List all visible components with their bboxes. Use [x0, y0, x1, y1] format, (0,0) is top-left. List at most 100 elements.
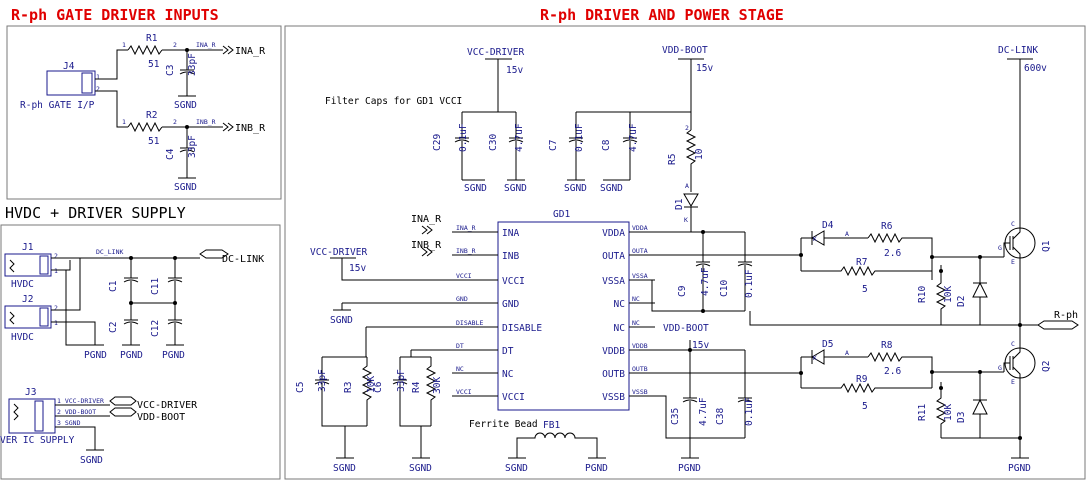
- c30-ref: C30: [488, 134, 499, 151]
- c5-value: 33pF: [317, 369, 328, 392]
- port-ina-arrow[interactable]: [222, 45, 234, 55]
- r6-ref: R6: [881, 221, 893, 232]
- j2-label: HVDC: [11, 332, 34, 343]
- c1-capacitor: [123, 258, 139, 303]
- j2-connector: [4, 305, 52, 329]
- j3-label: VER IC SUPPLY: [0, 435, 75, 446]
- gd1-pin-disable: DISABLE: [502, 323, 542, 334]
- supply-ports-shape[interactable]: [109, 396, 137, 417]
- gd1-net-gnd: GND: [456, 295, 468, 303]
- gd1-pin-nc: NC: [614, 299, 625, 310]
- pgnd-1: PGND: [84, 350, 107, 361]
- filter-note: Filter Caps for GD1 VCCI: [325, 96, 462, 107]
- j4-pin1: 1: [96, 73, 100, 81]
- j1-pin1: 1: [54, 267, 58, 275]
- d1-pin-a: A: [685, 182, 689, 190]
- c1-ref: C1: [108, 280, 119, 292]
- j3-pin3: 3 SGND: [57, 419, 81, 427]
- gd1-net-ina: INA_R: [456, 224, 476, 232]
- vdd-boot2-v: 15v: [692, 340, 709, 351]
- gd1-net-nc: NC: [632, 319, 640, 327]
- j4-connector: [46, 70, 96, 96]
- c7-gnd: SGND: [564, 183, 587, 194]
- r3-resistor: [361, 357, 373, 426]
- d5-pin-k: K: [813, 354, 817, 362]
- r2-pin1: 1: [122, 118, 126, 126]
- r9-value: 5: [862, 401, 868, 412]
- vdd-boot-rail: VDD-BOOT: [662, 45, 708, 56]
- j4-pin2: 2: [96, 85, 100, 93]
- power-stage-frame: [284, 25, 1086, 480]
- d5-pin-a: A: [845, 349, 849, 357]
- d3-diode: [972, 372, 988, 438]
- hvdc-circuit: J1 HVDC 2 1 J2 HVDC 2 1 DC_LINK DC-LINK …: [4, 242, 264, 361]
- r3-ref: R3: [343, 382, 354, 393]
- gd1-net-disable: DISABLE: [456, 319, 483, 327]
- gd1-net-vssa: VSSA: [632, 272, 648, 280]
- gd1-gnd: SGND: [330, 315, 353, 326]
- vdd-boot-port: VDD-BOOT: [137, 412, 185, 423]
- gd1-pin-vcci: VCCI: [502, 276, 525, 287]
- r2-value: 51: [148, 136, 160, 147]
- c3-capacitor: [179, 50, 195, 96]
- port-ina: INA_R: [235, 46, 266, 57]
- d1-ref: D1: [674, 198, 685, 210]
- dc-link-port-shape[interactable]: [199, 249, 229, 259]
- c5-gnd: SGND: [333, 463, 356, 474]
- j4-label: R-ph GATE I/P: [20, 100, 95, 111]
- c12-capacitor: [167, 303, 183, 345]
- gd1-net-vddb: VDDB: [632, 342, 648, 350]
- fb1-ref: FB1: [543, 420, 560, 431]
- c29-value: 0.1uF: [458, 123, 469, 152]
- r11-ref: R11: [917, 404, 928, 421]
- port-inb-arrow[interactable]: [222, 122, 234, 132]
- gd1-pin-vssb: VSSB: [602, 392, 625, 403]
- c30-value: 4.7uF: [514, 123, 525, 152]
- j2-pin1: 1: [54, 319, 58, 327]
- r3-value: 10K: [366, 376, 377, 393]
- gd1-ic: [497, 221, 630, 411]
- gd1-net-vssb: VSSB: [632, 388, 648, 396]
- gd1-pin-vdda: VDDA: [602, 228, 625, 239]
- r9-resistor: [801, 382, 932, 394]
- gd1-net-outa: OUTA: [632, 247, 648, 255]
- r8-ref: R8: [881, 340, 893, 351]
- c9-value: 4.7uF: [700, 267, 711, 296]
- c30-gnd: SGND: [504, 183, 527, 194]
- output-port-shape[interactable]: [1037, 320, 1079, 330]
- j3-pin1: 1 VCC-DRIVER: [57, 397, 104, 405]
- c9-ref: C9: [677, 285, 688, 297]
- net-inb: INB_R: [196, 118, 216, 126]
- gd1-port-ina: INA_R: [411, 214, 442, 225]
- j2-pin2: 2: [54, 304, 58, 312]
- gd1-pin-outa: OUTA: [602, 251, 625, 262]
- gate-inputs-frame: [6, 25, 282, 200]
- j4-pin-block: [81, 72, 93, 94]
- r4-resistor: [425, 357, 437, 426]
- gd1-pin-vssa: VSSA: [602, 276, 625, 287]
- c8-capacitor: [622, 112, 638, 180]
- c7-value: 0.1uF: [574, 123, 585, 152]
- r10-value: 10K: [943, 286, 954, 303]
- c3-gnd: SGND: [174, 100, 197, 111]
- c2-capacitor: [123, 303, 139, 345]
- r1-value: 51: [148, 59, 160, 70]
- d1-diode: [683, 193, 699, 232]
- fb1-bead: [516, 432, 598, 458]
- d2-diode: [972, 257, 988, 325]
- r2-pin2: 2: [173, 118, 177, 126]
- r10-ref: R10: [917, 286, 928, 303]
- c8-gnd: SGND: [600, 183, 623, 194]
- gd1-net-outb: OUTB: [632, 365, 648, 373]
- r1-resistor: [127, 44, 163, 56]
- d3-ref: D3: [956, 412, 967, 423]
- vcc-driver-rail: VCC-DRIVER: [467, 47, 524, 58]
- c4-capacitor: [179, 127, 195, 178]
- c3-value: 33pF: [187, 53, 198, 76]
- vdd-boot-rail-v: 15v: [696, 63, 713, 74]
- c10-capacitor: [737, 232, 753, 311]
- c4-ref: C4: [165, 148, 176, 160]
- r6-resistor: [867, 232, 933, 280]
- c35-ref: C35: [670, 408, 681, 425]
